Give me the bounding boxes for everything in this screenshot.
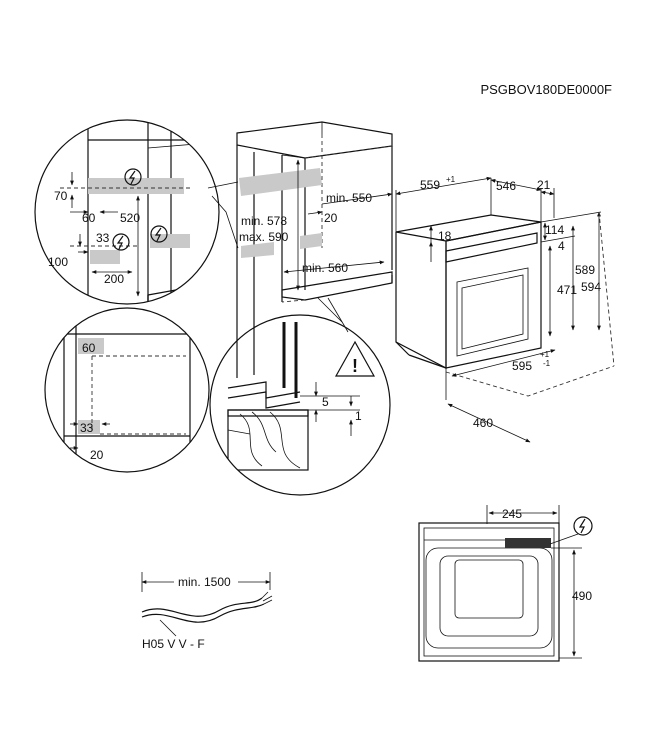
dim-559: 559 — [420, 178, 440, 192]
dim-200: 200 — [104, 272, 124, 286]
dim-460: 460 — [473, 416, 493, 430]
cable-type: H05 V V - F — [142, 637, 205, 651]
cabinet-dimensions: min. 550 20 min. 578 max. 590 min. 560 — [239, 159, 393, 291]
dim-60-top: 60 — [82, 211, 96, 225]
dim-min578: min. 578 — [241, 214, 287, 228]
dim-33-top: 33 — [96, 231, 110, 245]
dim-100: 100 — [48, 255, 68, 269]
dim-114: 114 — [545, 223, 564, 237]
connector-line — [211, 195, 239, 249]
dim-595-sub: -1 — [543, 359, 551, 368]
dim-20-mid: 20 — [90, 448, 104, 462]
cabinet-niche — [236, 121, 393, 378]
electric-hazard-icon — [112, 168, 168, 251]
dim-max590: max. 590 — [239, 230, 289, 244]
dim-546: 546 — [496, 179, 516, 193]
svg-text:!: ! — [352, 356, 358, 376]
detail-circle-bottom: ! 5 1 — [209, 297, 391, 496]
dim-520: 520 — [120, 211, 140, 225]
warning-triangle-icon: ! — [334, 340, 376, 377]
dim-60-mid: 60 — [82, 341, 96, 355]
dim-18: 18 — [438, 229, 452, 243]
power-cable: min. 1500 H05 V V - F — [141, 572, 273, 651]
dim-4: 4 — [558, 239, 565, 253]
dim-490: 490 — [572, 589, 592, 603]
dim-70: 70 — [54, 189, 68, 203]
dim-589: 589 — [575, 263, 595, 277]
oven-dimensions: 559 +1 546 21 18 114 4 471 589 594 595 +… — [395, 175, 615, 443]
dim-471: 471 — [557, 283, 577, 297]
dim-245: 245 — [502, 507, 522, 521]
detail-circle-top: 70 60 520 33 100 200 — [34, 119, 220, 305]
electric-hazard-icon — [549, 516, 593, 545]
dim-min560: min. 560 — [302, 261, 348, 275]
dim-min550: min. 550 — [326, 191, 372, 205]
oven-front-view: 245 490 — [418, 505, 593, 662]
dim-33-mid: 33 — [80, 421, 94, 435]
oven-unit — [395, 214, 542, 369]
dim-594: 594 — [581, 280, 601, 294]
detail-circle-middle: 60 33 20 — [44, 307, 210, 473]
dim-20-cabinet: 20 — [324, 211, 338, 225]
connector-line — [207, 181, 239, 189]
dim-595-sup: +1 — [540, 350, 550, 359]
model-code: PSGBOV180DE0000F — [480, 82, 612, 97]
dim-21: 21 — [537, 178, 551, 192]
dim-1: 1 — [355, 409, 362, 423]
dim-5: 5 — [322, 395, 329, 409]
dim-559-sup: +1 — [446, 175, 456, 184]
dim-min1500: min. 1500 — [178, 575, 231, 589]
dim-595: 595 — [512, 359, 532, 373]
